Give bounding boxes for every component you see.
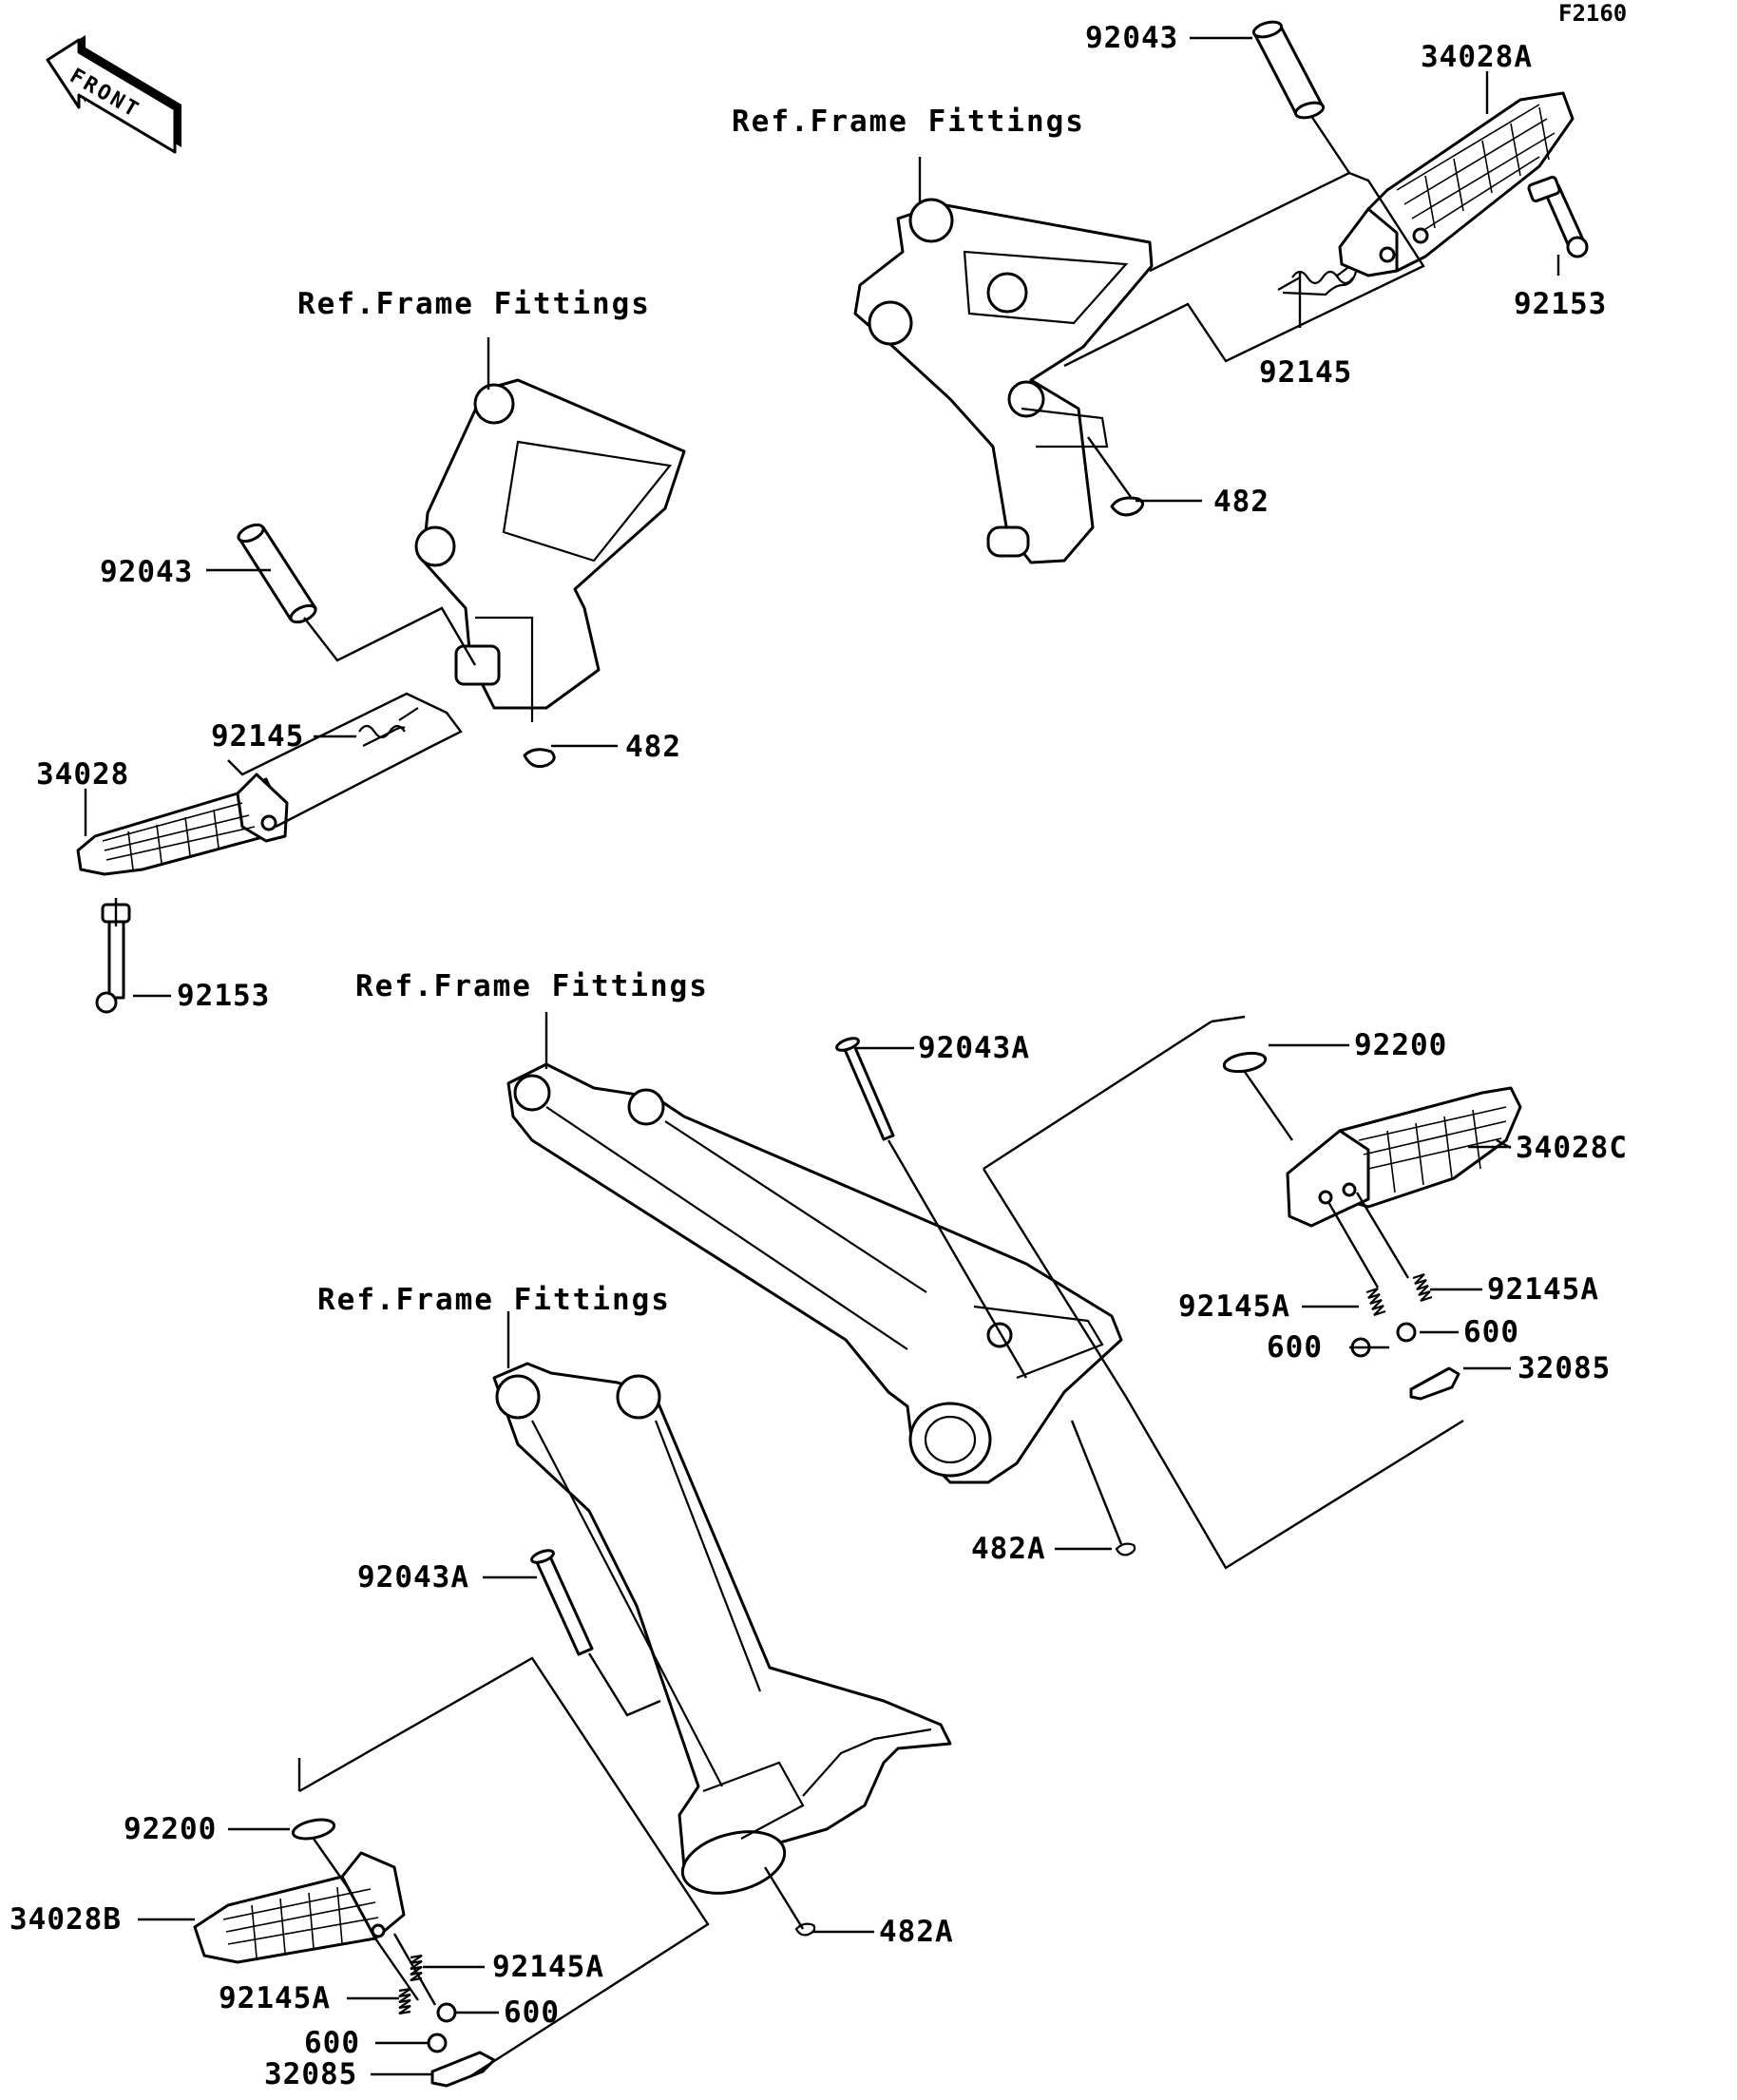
part-label-34028A: 34028A	[1421, 40, 1533, 74]
lower-right-assembly	[506, 1012, 1522, 1570]
lower-right-detent	[1409, 1366, 1460, 1401]
part-label-600: 600	[304, 2026, 360, 2060]
upper-left-pin	[237, 523, 317, 624]
upper-left-footpeg	[76, 773, 289, 876]
lower-left-detent	[430, 2051, 496, 2088]
part-label-92200: 92200	[124, 1812, 217, 1846]
part-label-92153: 92153	[1514, 287, 1607, 321]
front-arrow-icon: FRONT	[46, 35, 181, 154]
lower-right-footpeg	[1286, 1086, 1522, 1228]
upper-left-bolt	[95, 903, 131, 1014]
part-label-600: 600	[1267, 1330, 1323, 1365]
lower-right-clip	[1115, 1542, 1136, 1556]
part-label-92043A: 92043A	[357, 1560, 469, 1594]
part-label-32085: 32085	[264, 2057, 357, 2091]
part-label-482: 482	[625, 730, 681, 764]
upper-right-assembly	[853, 20, 1589, 564]
lower-left-clip	[794, 1922, 816, 1937]
part-label-34028B: 34028B	[10, 1902, 122, 1937]
part-label-92145A: 92145A	[492, 1950, 604, 1984]
diagram-code: F2160	[1558, 0, 1627, 27]
lower-left-washer	[291, 1818, 336, 1841]
upper-left-bracket	[414, 378, 686, 722]
part-label-92145: 92145	[1259, 355, 1352, 390]
lower-left-spring-lower	[398, 1987, 411, 2015]
part-label-600: 600	[1463, 1315, 1519, 1349]
part-label-92145A: 92145A	[219, 1981, 331, 2015]
upper-right-bolt	[1527, 176, 1589, 258]
lower-left-footpeg	[193, 1851, 406, 1964]
ref-frame-fittings-label: Ref.Frame Fittings	[732, 105, 1085, 139]
upper-right-footpeg	[1338, 91, 1575, 277]
lower-left-pin	[530, 1549, 594, 1656]
part-label-34028C: 34028C	[1516, 1131, 1628, 1165]
part-label-92043A: 92043A	[918, 1031, 1030, 1065]
part-label-92200: 92200	[1354, 1028, 1447, 1062]
upper-right-bracket	[853, 198, 1154, 564]
part-label-482A: 482A	[971, 1532, 1046, 1566]
lower-right-pin	[835, 1037, 895, 1141]
part-label-92043: 92043	[1085, 21, 1178, 55]
part-label-92145A: 92145A	[1487, 1272, 1599, 1307]
part-label-92043: 92043	[100, 555, 193, 589]
part-label-92145A: 92145A	[1178, 1289, 1290, 1324]
lower-left-ball-upper	[436, 2002, 457, 2023]
lower-left-bracket	[492, 1362, 952, 1895]
part-label-32085: 32085	[1517, 1351, 1611, 1385]
part-label-92145: 92145	[211, 719, 304, 754]
upper-right-pin	[1251, 20, 1326, 120]
ref-frame-fittings-label: Ref.Frame Fittings	[355, 969, 709, 1003]
part-label-600: 600	[504, 1995, 560, 2030]
part-label-482: 482	[1213, 485, 1269, 519]
upper-right-clip	[1110, 496, 1144, 517]
ref-frame-fittings-label: Ref.Frame Fittings	[317, 1283, 671, 1317]
part-label-34028: 34028	[36, 757, 129, 792]
upper-left-spring	[358, 707, 419, 747]
lower-right-washer	[1222, 1051, 1268, 1074]
upper-right-spring	[1277, 267, 1358, 296]
lower-left-ball-lower	[427, 2033, 448, 2053]
lower-right-ball-right	[1396, 1322, 1417, 1343]
lower-right-spring-right	[1412, 1272, 1433, 1303]
part-label-92153: 92153	[177, 979, 270, 1013]
ref-frame-fittings-label: Ref.Frame Fittings	[297, 287, 651, 321]
upper-left-clip	[523, 748, 556, 769]
upper-left-assembly	[76, 337, 686, 1014]
lower-left-assembly	[138, 1311, 952, 2088]
lower-left-spring-upper	[410, 1954, 423, 1982]
lower-right-spring-left	[1365, 1287, 1386, 1317]
part-label-482A: 482A	[879, 1915, 954, 1949]
